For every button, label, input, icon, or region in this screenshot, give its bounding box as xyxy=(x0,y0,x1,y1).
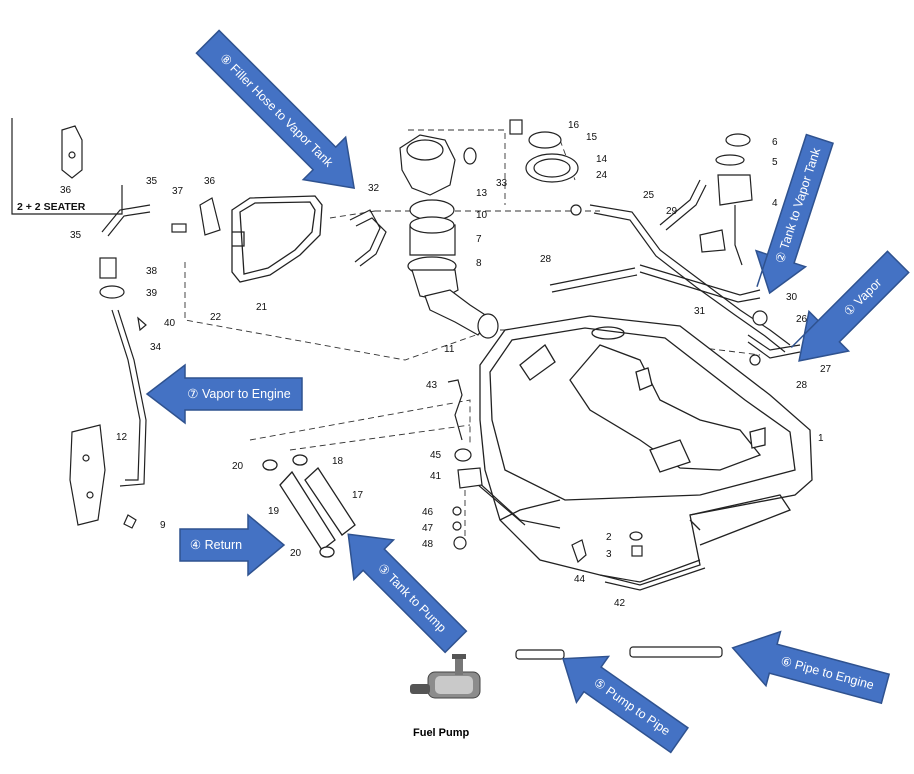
part-number-42: 42 xyxy=(614,598,626,609)
part-number-41: 41 xyxy=(430,471,442,482)
part-number-27: 27 xyxy=(820,364,832,375)
vapor-lines-right xyxy=(549,179,801,366)
part-number-25: 25 xyxy=(643,190,655,201)
drain-items xyxy=(571,531,643,564)
part-number-30: 30 xyxy=(786,292,798,303)
part-number-15: 15 xyxy=(586,132,598,143)
fuel-pump-caption: Fuel Pump xyxy=(413,727,470,739)
fuel-tank xyxy=(479,315,813,586)
part-number-2: 2 xyxy=(606,532,612,543)
part-number-21: 21 xyxy=(256,302,268,313)
part-number-44: 44 xyxy=(574,574,586,585)
part-number-9: 9 xyxy=(160,520,166,531)
part-number-36-inset: 36 xyxy=(60,185,72,196)
arrow-7-vapor-to-engine: ⑦ Vapor to Engine xyxy=(145,363,303,425)
sender-unit xyxy=(699,133,753,266)
part-numbers: 1 2 3 4 5 6 7 8 9 10 11 12 13 14 15 16 1… xyxy=(70,120,832,609)
part-number-20-bottom: 20 xyxy=(290,548,302,559)
part-number-24: 24 xyxy=(596,170,608,181)
bracket-12 xyxy=(69,424,137,529)
part-number-17: 17 xyxy=(352,490,364,501)
pipes-17-19 xyxy=(262,454,356,558)
arrow-4-return: ④ Return xyxy=(179,513,286,577)
part-number-32: 32 xyxy=(368,183,380,194)
svg-text:③ Tank to Pump: ③ Tank to Pump xyxy=(375,561,449,635)
part-number-36: 36 xyxy=(204,176,216,187)
part-number-46: 46 xyxy=(422,507,434,518)
part-number-12: 12 xyxy=(116,432,128,443)
vapor-tank xyxy=(231,195,323,283)
part-number-28-right: 28 xyxy=(796,380,808,391)
svg-text:⑦ Vapor to Engine: ⑦ Vapor to Engine xyxy=(187,387,290,401)
part-number-48: 48 xyxy=(422,539,434,550)
part-number-34: 34 xyxy=(150,342,162,353)
part-number-3: 3 xyxy=(606,549,612,560)
part-number-10: 10 xyxy=(476,210,488,221)
arrow-2-tank-to-vapor-tank: ② Tank to Vapor Tank xyxy=(754,133,834,295)
part-number-29: 29 xyxy=(666,206,678,217)
part-number-28-top: 28 xyxy=(540,254,552,265)
part-number-7: 7 xyxy=(476,234,482,245)
part-number-11: 11 xyxy=(444,344,455,355)
part-number-22: 22 xyxy=(210,312,222,323)
part-number-40: 40 xyxy=(164,318,176,329)
part-number-43: 43 xyxy=(426,380,438,391)
part-number-45: 45 xyxy=(430,450,442,461)
svg-text:⑧ Filler Hose to Vapor Tank: ⑧ Filler Hose to Vapor Tank xyxy=(217,51,336,170)
part-number-35-left: 35 xyxy=(70,230,82,241)
part-number-5: 5 xyxy=(772,157,778,168)
part-number-1: 1 xyxy=(818,433,824,444)
seater-label: 2 + 2 SEATER xyxy=(17,201,86,213)
part-number-31: 31 xyxy=(694,306,706,317)
part-number-47: 47 xyxy=(422,523,434,534)
part-number-19: 19 xyxy=(268,506,280,517)
part-number-14: 14 xyxy=(596,154,608,165)
fuel-pump-image xyxy=(410,654,481,699)
seater-inset xyxy=(11,118,123,215)
bottom-pipe-pieces xyxy=(515,646,723,660)
svg-text:④ Return: ④ Return xyxy=(190,538,242,552)
part-number-16: 16 xyxy=(568,120,580,131)
filler-neck xyxy=(399,134,499,339)
left-hose-system xyxy=(99,197,387,487)
part-number-38: 38 xyxy=(146,266,158,277)
part-number-39: 39 xyxy=(146,288,158,299)
arrow-6-pipe-to-engine: ⑥ Pipe to Engine xyxy=(731,630,891,705)
filler-cap xyxy=(463,119,582,216)
part-number-6: 6 xyxy=(772,137,778,148)
part-number-18: 18 xyxy=(332,456,344,467)
part-number-4: 4 xyxy=(772,198,778,209)
part-number-26: 26 xyxy=(796,314,808,325)
center-fittings xyxy=(447,379,483,550)
svg-text:⑤ Pump to Pipe: ⑤ Pump to Pipe xyxy=(591,675,673,738)
arrow-3-tank-to-pump: ③ Tank to Pump xyxy=(347,533,468,654)
part-number-20-top: 20 xyxy=(232,461,244,472)
part-number-33: 33 xyxy=(496,178,508,189)
part-number-37: 37 xyxy=(172,186,184,197)
part-number-8: 8 xyxy=(476,258,482,269)
arrow-1-vapor: ① Vapor xyxy=(790,250,910,362)
part-number-35-top: 35 xyxy=(146,176,158,187)
part-number-13: 13 xyxy=(476,188,488,199)
